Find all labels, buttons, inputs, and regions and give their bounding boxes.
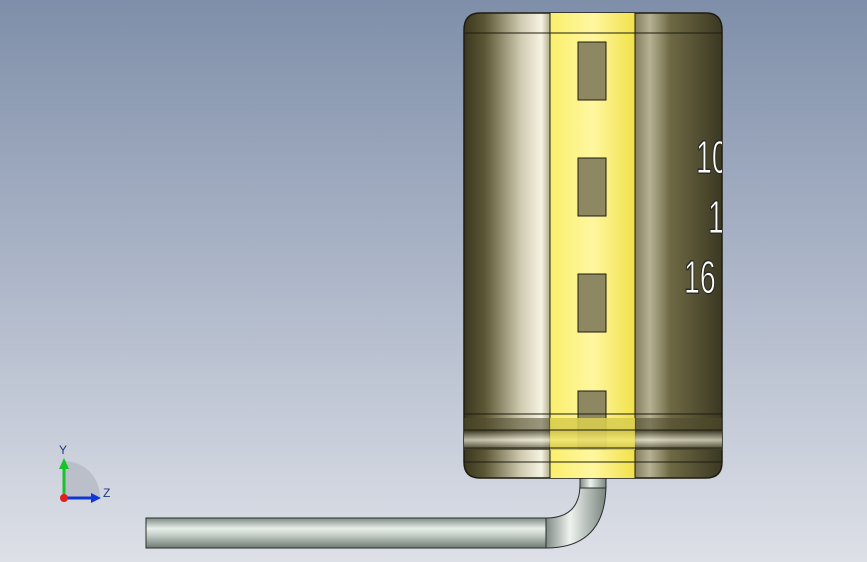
lead-wire[interactable] [145, 477, 607, 549]
y-axis-label: Y [59, 443, 68, 457]
polarity-mark [577, 273, 607, 333]
capacitor-body[interactable] [463, 12, 723, 479]
x-axis-dot [60, 494, 68, 502]
polarity-mark [577, 41, 607, 101]
polarity-mark [577, 157, 607, 217]
lead-wire-bend [545, 483, 607, 549]
coordinate-triad[interactable] [59, 458, 101, 503]
lead-wire-vertical [579, 477, 607, 489]
sealing-groove [464, 413, 722, 463]
z-axis-label: Z [103, 486, 111, 500]
lead-wire-horizontal [145, 517, 549, 549]
